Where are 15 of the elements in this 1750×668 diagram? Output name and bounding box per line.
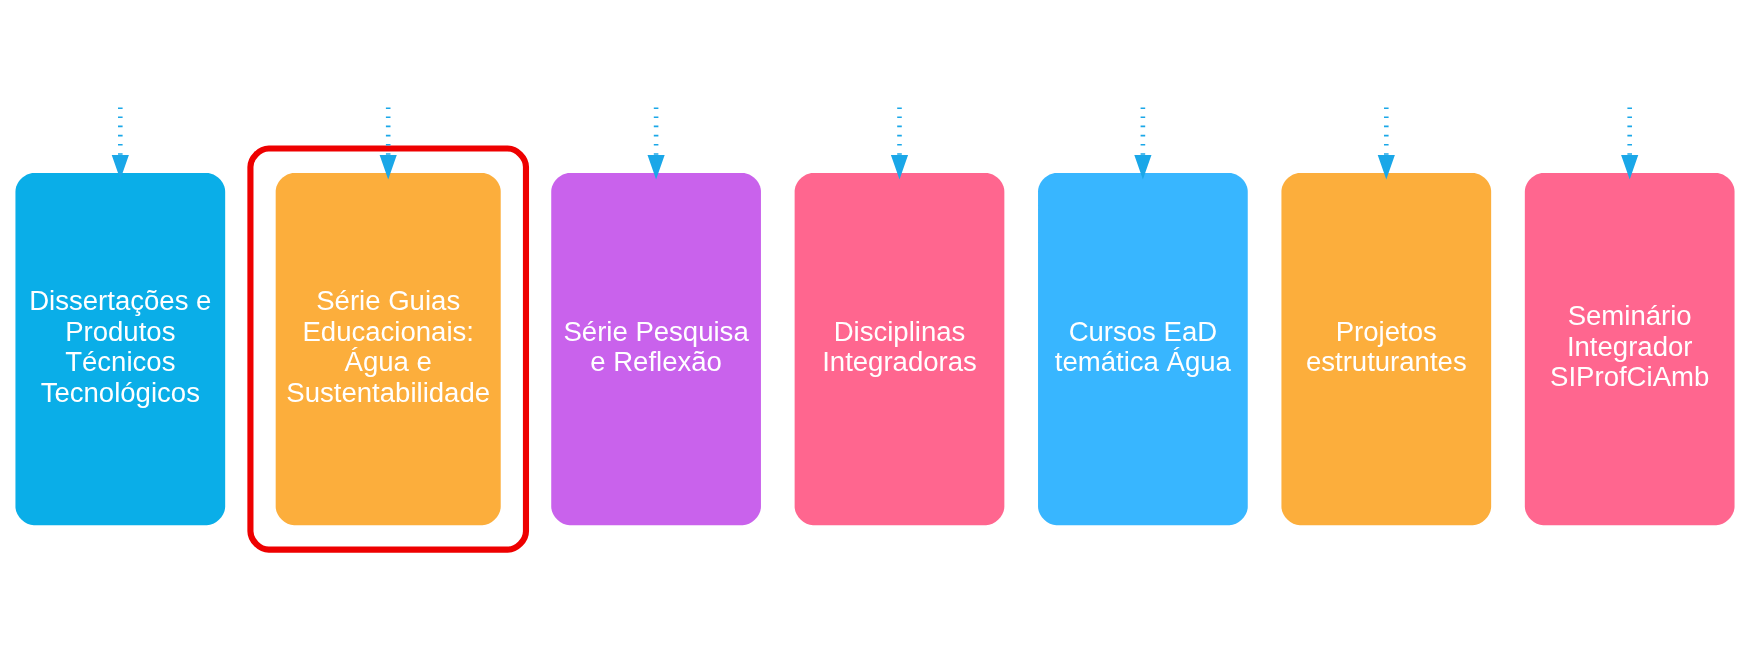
arrow xyxy=(1621,107,1639,180)
node-box: Projetos estruturantes xyxy=(1281,173,1492,526)
node-box: Série Pesquisa e Reflexão xyxy=(551,173,761,526)
arrow xyxy=(1134,107,1152,180)
node-box: Disciplinas Integradoras xyxy=(794,173,1005,526)
arrow xyxy=(647,107,665,180)
arrow xyxy=(379,107,397,180)
cluster xyxy=(247,145,530,553)
node-box: Série Guias Educacionais: Água e Sustentabilidade xyxy=(275,173,501,526)
node-box: Dissertações e Produtos Técnicos Tecnológicos xyxy=(15,173,226,526)
node-box: Seminário Integrador SIProfCiAmb xyxy=(1524,173,1735,526)
node-box: Cursos EaD temática Água xyxy=(1038,173,1248,526)
arrow xyxy=(1377,107,1395,180)
arrow xyxy=(111,107,129,180)
arrow xyxy=(890,107,909,180)
